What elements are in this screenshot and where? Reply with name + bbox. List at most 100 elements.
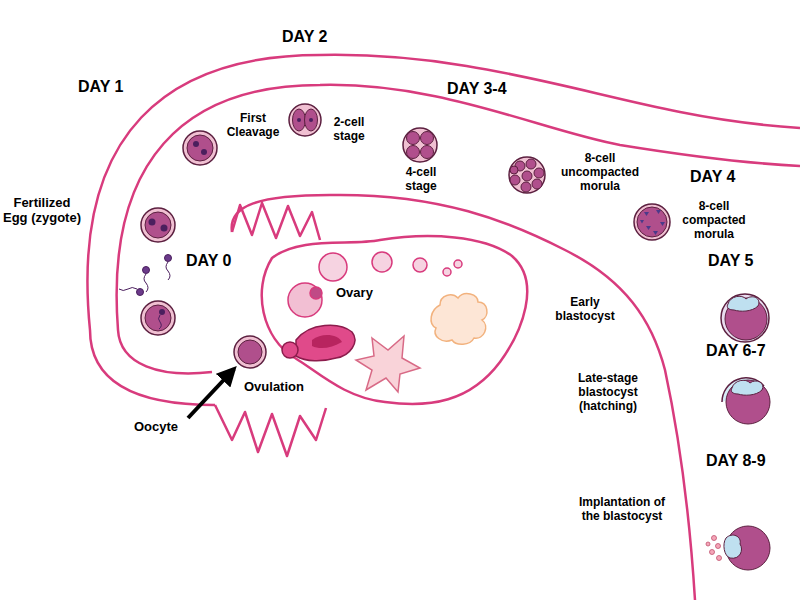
corpus-luteum (356, 336, 420, 392)
nucleus (644, 212, 649, 216)
corpus-albicans (431, 294, 487, 345)
implanting-blastocyst (706, 526, 770, 570)
pronucleus (161, 225, 168, 232)
oocyte-cell (238, 340, 262, 364)
ruptured-follicle (296, 325, 355, 361)
sperm-head (159, 309, 165, 315)
blastomere (421, 132, 434, 145)
two-cell-embryo (289, 104, 321, 136)
nucleus (656, 210, 661, 214)
zona (183, 131, 217, 165)
day-label: DAY 5 (708, 252, 768, 270)
cell-mass (637, 207, 667, 237)
nucleus (297, 118, 301, 122)
stage-label: 2-cell stage (326, 116, 372, 144)
sperm-cells (119, 255, 172, 296)
tube-lower-wall (232, 195, 695, 600)
cell (145, 305, 171, 331)
four-cell-embryo (403, 128, 437, 162)
blastomere (532, 179, 542, 189)
tube-inner-extension (118, 330, 212, 373)
follicle (319, 253, 347, 281)
mature-follicle (288, 283, 322, 317)
follicle (454, 260, 462, 268)
stage-label: Ovulation (244, 380, 324, 395)
tube-outer-extension (90, 330, 215, 405)
day-label: DAY 3-4 (447, 80, 527, 98)
fimbriae-upper (232, 203, 320, 240)
day-label: DAY 4 (690, 168, 750, 186)
day-label: DAY 1 (78, 78, 148, 96)
blastomeres (510, 159, 544, 192)
trophoblast (726, 380, 770, 424)
nucleus (646, 226, 651, 230)
zygote (141, 208, 175, 242)
nucleus (640, 220, 644, 224)
cell (145, 212, 171, 238)
follicle (413, 258, 427, 272)
invasion-cell (706, 542, 710, 546)
blastomere (407, 132, 420, 145)
blastomere (526, 159, 536, 169)
sperm (143, 267, 150, 274)
zona (403, 128, 437, 162)
sperm-tail (166, 262, 170, 280)
inner-cell-mass (727, 296, 759, 311)
zona (509, 157, 545, 193)
day-label: DAY 6-7 (706, 342, 776, 360)
early-blastocyst (721, 294, 769, 342)
blastomere (522, 171, 532, 181)
follicle (372, 252, 392, 272)
trophoblast-invasion (706, 536, 722, 561)
blastomere (421, 146, 434, 159)
oocyte-arrow (188, 369, 234, 418)
stage-label: First Cleavage (222, 112, 284, 140)
blastomere (510, 166, 518, 174)
sperm (137, 289, 144, 296)
stage-label: Early blastocyst (545, 296, 625, 324)
nucleus (193, 141, 199, 147)
stage-label: 4-cell stage (398, 166, 444, 194)
sperm-tail (119, 288, 137, 291)
day-label: DAY 0 (186, 252, 246, 270)
zona (634, 204, 670, 240)
zona (289, 104, 321, 136)
nucleus (653, 231, 658, 235)
zona (141, 301, 175, 335)
nucleus (660, 222, 665, 226)
nucleus (201, 149, 207, 155)
oviduct-wall (87, 55, 800, 600)
sperm-tail (144, 274, 148, 292)
fimbriae-lower (215, 405, 326, 456)
uncompacted-morula (509, 157, 545, 193)
hatching-blastocyst (722, 378, 770, 424)
day-label: DAY 8-9 (706, 452, 776, 470)
blastomere (510, 175, 520, 185)
first-cleavage-cell (183, 131, 217, 165)
pronucleus (149, 219, 156, 226)
stage-label: Oocyte (134, 420, 194, 435)
zona (141, 208, 175, 242)
blastomere (305, 109, 318, 131)
follicle-oocyte (310, 287, 322, 299)
zona (721, 294, 769, 342)
stage-label: 8-cell uncompacted morula (556, 152, 644, 193)
ovary (262, 236, 527, 404)
inner-cell-mass (724, 535, 742, 558)
fertilization (141, 301, 175, 335)
invasion-cell (717, 556, 722, 561)
cell (187, 135, 213, 161)
sperm (165, 255, 172, 262)
stage-label: Ovary (336, 286, 386, 301)
stage-label: 8-cell compacted morula (676, 200, 752, 241)
nucleus (309, 118, 313, 122)
invasion-cell (712, 536, 717, 541)
nuclei (640, 210, 665, 235)
follicle (443, 268, 451, 276)
day-label: DAY 2 (282, 28, 352, 46)
invasion-cell (716, 544, 721, 549)
stage-label: Late-stage blastocyst (hatching) (562, 372, 654, 413)
blastomere (407, 146, 420, 159)
oocyte-zona (234, 336, 266, 368)
